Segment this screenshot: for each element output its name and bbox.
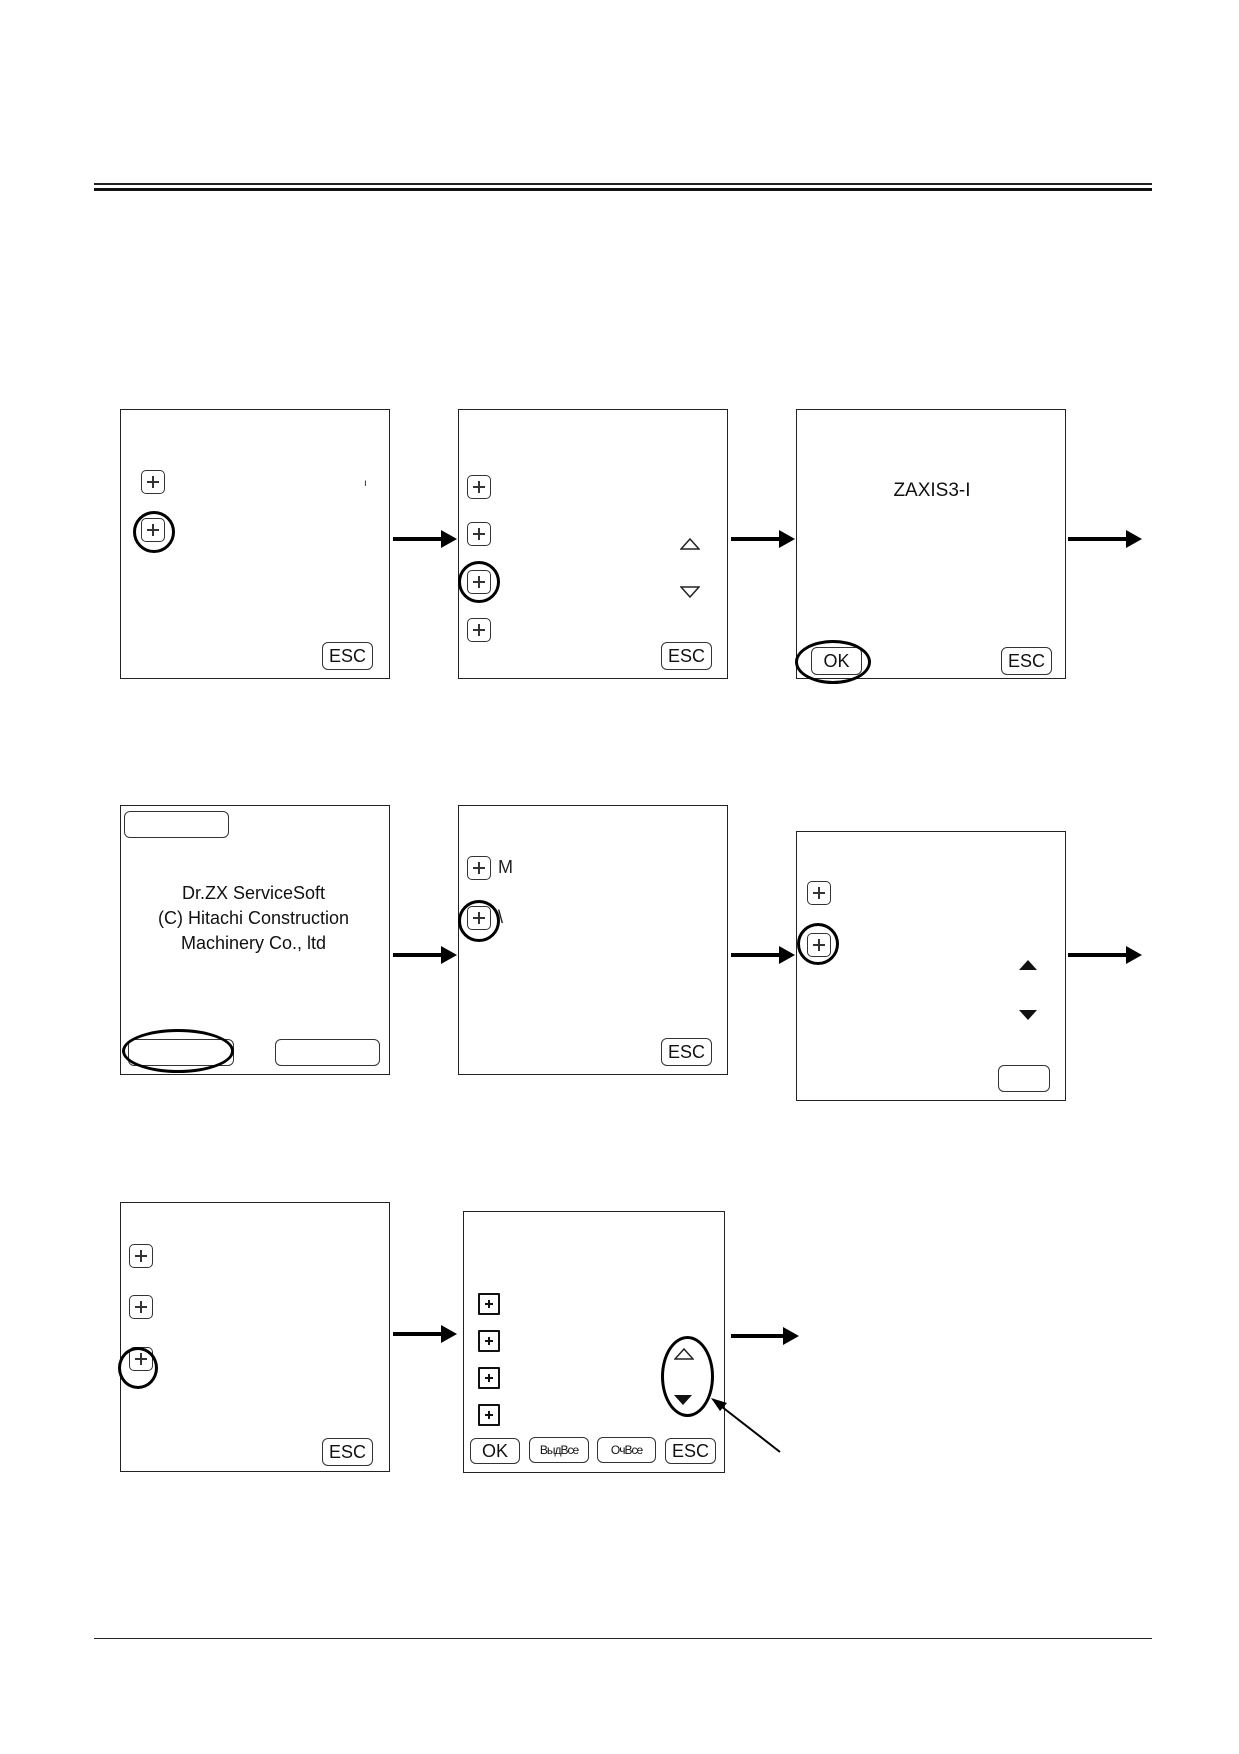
model-name-text: ZAXIS3-I <box>893 480 971 501</box>
arrow-right-icon <box>731 530 795 548</box>
screen-panel-5: M \ ESC <box>458 805 728 1075</box>
plus-icon[interactable] <box>141 470 165 494</box>
esc-button[interactable]: ESC <box>322 1438 373 1466</box>
footer-rule <box>94 1638 1152 1639</box>
arrow-right-icon <box>1068 530 1142 548</box>
highlight-circle <box>458 900 500 942</box>
screen-panel-6 <box>796 831 1066 1101</box>
screen-panel-2: ESC <box>458 409 728 679</box>
right-action-button[interactable] <box>275 1039 380 1066</box>
clear-all-button[interactable]: ОчВсе <box>597 1437 656 1463</box>
triangle-up-icon[interactable] <box>1019 960 1037 970</box>
esc-button[interactable]: ESC <box>661 642 712 670</box>
header-rule-thick <box>94 188 1152 191</box>
item-label-fragment: \ <box>498 907 504 927</box>
title-bar-button <box>124 811 229 838</box>
plus-icon[interactable] <box>478 1367 500 1389</box>
highlight-circle <box>795 640 871 684</box>
highlight-circle <box>661 1336 714 1417</box>
arrow-right-icon <box>731 1327 799 1345</box>
item-label-fragment: M <box>498 857 513 877</box>
screen-panel-3: ZAXIS3-I OK ESC <box>796 409 1066 679</box>
plus-icon[interactable] <box>478 1404 500 1426</box>
text-fragment: ı <box>364 478 367 489</box>
plus-icon[interactable] <box>467 618 491 642</box>
plus-icon[interactable] <box>129 1244 153 1268</box>
arrow-right-icon <box>393 946 457 964</box>
header-rule-thin <box>94 183 1152 185</box>
ok-button[interactable]: OK <box>470 1438 520 1464</box>
highlight-circle <box>133 511 175 553</box>
highlight-circle <box>118 1347 158 1389</box>
plus-icon[interactable] <box>129 1295 153 1319</box>
esc-button[interactable]: ESC <box>1001 647 1052 675</box>
screen-panel-7: ESC <box>120 1202 390 1472</box>
highlight-circle <box>122 1029 234 1073</box>
splash-line-3: Machinery Co., ltd <box>180 933 327 953</box>
arrow-right-icon <box>393 530 457 548</box>
esc-button[interactable]: ESC <box>665 1438 716 1464</box>
arrow-right-icon <box>1068 946 1142 964</box>
arrow-right-icon <box>393 1325 457 1343</box>
unlabeled-button[interactable] <box>998 1065 1050 1092</box>
plus-icon[interactable] <box>478 1293 500 1315</box>
plus-icon[interactable] <box>467 522 491 546</box>
arrow-right-icon <box>731 946 795 964</box>
plus-icon[interactable] <box>478 1330 500 1352</box>
esc-button[interactable]: ESC <box>322 642 373 670</box>
select-all-button[interactable]: ВыдВсе <box>529 1437 589 1463</box>
plus-icon[interactable] <box>807 881 831 905</box>
plus-icon[interactable] <box>467 475 491 499</box>
splash-line-1: Dr.ZX ServiceSoft <box>181 883 326 903</box>
highlight-circle <box>797 923 839 965</box>
triangle-down-icon[interactable] <box>680 586 700 598</box>
highlight-circle <box>458 561 500 603</box>
plus-icon[interactable] <box>467 856 491 880</box>
splash-line-2: (C) Hitachi Construction <box>157 908 350 928</box>
triangle-up-icon[interactable] <box>680 538 700 550</box>
triangle-down-icon[interactable] <box>1019 1010 1037 1020</box>
esc-button[interactable]: ESC <box>661 1038 712 1066</box>
